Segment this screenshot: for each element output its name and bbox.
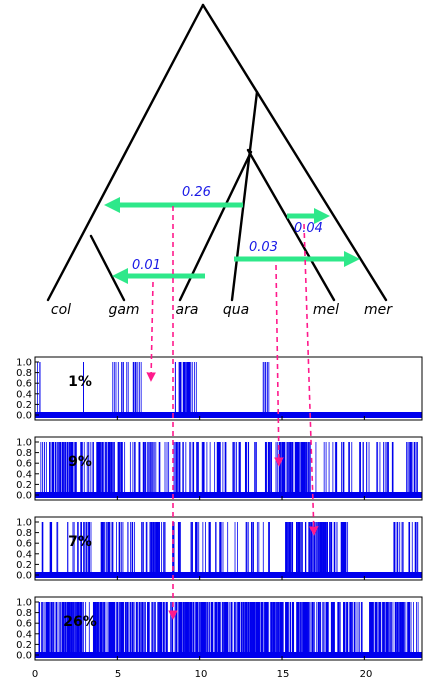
signal-baseline [35,412,422,418]
panel-frame [34,516,423,581]
x-tick-label: 0 [32,669,38,680]
signal-bars [41,522,419,575]
tip-label-mer: mer [364,302,393,318]
panel-percent-label: 9% [68,454,92,470]
y-tick-label: 0.6 [16,539,32,550]
rate-label-003: 0.03 [249,240,278,255]
y-tick-label: 0.4 [16,389,32,400]
y-tick-label: 0.2 [16,560,32,571]
projection-arrow-001 [146,281,156,382]
tip-label-qua: qua [223,302,249,318]
tree-branch [201,3,388,302]
y-tick-label: 0.4 [16,549,32,560]
tip-labels: col gam ara qua mel mer [51,302,393,318]
projection-arrows [146,206,319,620]
introgression-arrow-004 [287,208,330,224]
species-tree [46,3,388,302]
y-tick-label: 0.2 [16,480,32,491]
projection-arrow-004 [303,223,319,536]
y-tick-label: 0.2 [16,400,32,411]
signal-bars [40,442,418,495]
tip-label-ara: ara [176,302,199,318]
y-tick-label: 0.2 [16,640,32,651]
signal-baseline [35,572,422,578]
introgression-arrow-003 [234,251,360,267]
y-tick-label: 0.0 [16,651,32,662]
introgression-arrow-001 [112,268,205,284]
signal-panel: 0.00.20.40.60.81.0 9% [16,436,423,502]
tree-branch [230,90,259,302]
tip-label-gam: gam [108,302,139,318]
rate-labels: 0.26 0.01 0.03 0.04 [132,185,323,273]
rate-label-001: 0.01 [132,258,161,273]
signal-panel: 0.00.20.40.60.81.0 7% [16,516,423,582]
x-tick-label: 5 [115,669,121,680]
tree-branch [246,148,336,302]
x-tick-label: 15 [277,669,290,680]
y-tick-label: 0.8 [16,608,32,619]
x-tick-label: 20 [360,669,373,680]
x-axis: 0 5 10 15 20 [32,669,373,680]
x-tick-label: 10 [195,669,208,680]
y-tick-label: 1.0 [16,438,32,449]
introgression-arrows [104,197,360,284]
signal-panel: 0.00.20.40.60.81.0 26% [16,596,423,662]
tip-label-mel: mel [313,302,339,318]
signal-baseline [35,652,422,658]
tree-branch [89,234,126,302]
introgression-arrow-026 [104,197,243,213]
y-tick-label: 0.6 [16,459,32,470]
y-tick-label: 0.4 [16,469,32,480]
y-tick-label: 1.0 [16,598,32,609]
y-tick-label: 1.0 [16,518,32,529]
tip-label-col: col [51,302,71,318]
panel-percent-label: 1% [68,374,92,390]
y-tick-label: 0.8 [16,448,32,459]
y-tick-label: 0.0 [16,571,32,582]
rate-label-004: 0.04 [294,221,323,236]
projection-arrow-003 [274,264,284,467]
signal-bars [38,602,419,655]
signal-panels: 0.00.20.40.60.81.01%0.00.20.40.60.81.09%… [16,356,423,662]
y-tick-label: 0.0 [16,491,32,502]
panel-frame [34,356,423,421]
signal-bars [37,362,270,415]
rate-label-026: 0.26 [182,185,211,200]
panel-frame [34,596,423,661]
signal-panel: 0.00.20.40.60.81.0 1% [16,356,423,422]
panel-percent-label: 7% [68,534,92,550]
y-tick-label: 1.0 [16,358,32,369]
y-tick-label: 0.8 [16,368,32,379]
y-tick-label: 0.6 [16,619,32,630]
panel-percent-label: 26% [63,614,97,630]
signal-baseline [35,492,422,498]
panel-frame [34,436,423,501]
tree-branch [46,3,205,302]
y-tick-label: 0.6 [16,379,32,390]
y-tick-label: 0.4 [16,629,32,640]
y-tick-label: 0.8 [16,528,32,539]
y-tick-label: 0.0 [16,411,32,422]
